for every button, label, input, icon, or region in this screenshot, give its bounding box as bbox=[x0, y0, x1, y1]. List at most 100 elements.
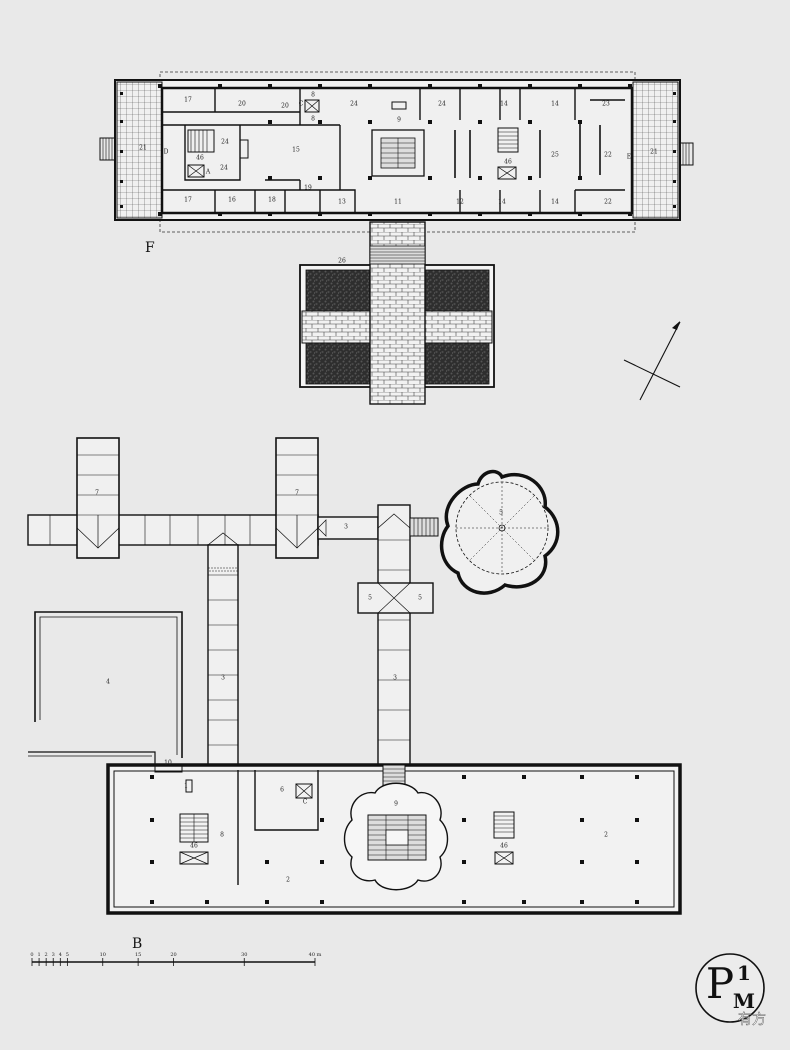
watermark-text: 有方 bbox=[738, 1012, 766, 1028]
room-label: 17 bbox=[184, 197, 192, 204]
room-label: 46 bbox=[190, 843, 198, 850]
upper-partitions bbox=[161, 88, 625, 213]
room-label: 9 bbox=[394, 801, 398, 808]
scale-tick-label: 5 bbox=[66, 952, 69, 958]
room-label: A bbox=[205, 169, 211, 176]
link-corridor bbox=[317, 516, 379, 540]
room-label: 22 bbox=[604, 199, 612, 206]
room-label: 3 bbox=[393, 675, 397, 682]
room-label: 7 bbox=[95, 490, 99, 497]
west-steps bbox=[99, 137, 116, 161]
garden-bed-nw bbox=[305, 269, 371, 312]
east-terrace-grid bbox=[632, 81, 679, 219]
room-label: 14 bbox=[500, 101, 508, 108]
room-label: 11 bbox=[394, 199, 402, 206]
room-label: C bbox=[303, 799, 308, 806]
east-steps bbox=[679, 142, 694, 166]
room-label: 2 bbox=[604, 832, 608, 839]
room-label: 8 bbox=[311, 92, 315, 99]
room-label: 1 bbox=[184, 783, 188, 790]
scale-tick-label: 30 bbox=[241, 952, 247, 958]
lower-plan-letter: B bbox=[132, 936, 142, 952]
room-label: 24 bbox=[221, 139, 229, 146]
room-label: 8 bbox=[220, 832, 224, 839]
room-label: 24 bbox=[350, 101, 358, 108]
room-label: 4 bbox=[106, 679, 110, 686]
room-label: 5 bbox=[368, 595, 372, 602]
courtyard-garden: 26 bbox=[299, 221, 495, 405]
room-label: C bbox=[299, 101, 304, 108]
garden-bed-sw bbox=[305, 342, 371, 385]
room-label: 10 bbox=[164, 760, 172, 767]
room-label: 17 bbox=[184, 97, 192, 104]
logo-letter-m: M bbox=[733, 989, 755, 1013]
scale-tick-label: 0 bbox=[30, 952, 33, 958]
scale-tick-label: 15 bbox=[135, 952, 141, 958]
room-label: 5 bbox=[418, 595, 422, 602]
room-label: 24 bbox=[220, 165, 228, 172]
logo-number: 1 bbox=[737, 961, 751, 985]
garden-bed-se bbox=[424, 342, 490, 385]
room-label: 46 bbox=[500, 843, 508, 850]
room-label: E bbox=[627, 154, 631, 161]
open-court-outline bbox=[34, 611, 183, 758]
north-corridor bbox=[27, 514, 319, 546]
room-label: 14 bbox=[551, 101, 559, 108]
east-vertical-corridor bbox=[377, 504, 411, 771]
room-label: 16 bbox=[228, 197, 236, 204]
courtyard-label: 26 bbox=[338, 258, 346, 265]
room-label: 23 bbox=[602, 101, 610, 108]
room-label: 3 bbox=[344, 524, 348, 531]
upper-inner-wall bbox=[160, 86, 634, 215]
cross-bay bbox=[357, 582, 434, 614]
room-label: 46 bbox=[196, 155, 204, 162]
room-label: 21 bbox=[650, 149, 658, 156]
room-label: 8 bbox=[311, 116, 315, 123]
rotunda bbox=[439, 469, 560, 595]
west-vertical-corridor bbox=[207, 544, 239, 771]
room-label: 46 bbox=[504, 159, 512, 166]
lower-columns bbox=[150, 775, 639, 904]
scale-tick-label: 4 bbox=[59, 952, 62, 958]
scale-tick-label: 2 bbox=[45, 952, 48, 958]
room-label: 12 bbox=[456, 199, 464, 206]
west-terrace-grid bbox=[116, 81, 163, 219]
room-label: 15 bbox=[292, 147, 300, 154]
room-label: 13 bbox=[338, 199, 346, 206]
scale-tick-label: 1 bbox=[37, 952, 40, 958]
room-label: 20 bbox=[281, 103, 289, 110]
garden-bed-ne bbox=[424, 269, 490, 312]
room-label: 20 bbox=[238, 101, 246, 108]
room-label: 19 bbox=[304, 185, 312, 192]
logo-seal-icon: P 1 M bbox=[695, 953, 765, 1023]
room-label: 6 bbox=[280, 787, 284, 794]
room-label: D bbox=[164, 149, 169, 156]
room-label: 18 bbox=[268, 197, 276, 204]
room-label: 2 bbox=[286, 877, 290, 884]
room-label: 7 bbox=[295, 490, 299, 497]
room-label: 9 bbox=[397, 117, 401, 124]
upper-plan-letter: F bbox=[145, 240, 155, 256]
north-arrow-icon bbox=[623, 321, 681, 401]
room-label: 14 bbox=[551, 199, 559, 206]
scale-tick-label: 3 bbox=[52, 952, 55, 958]
central-stair-upper bbox=[371, 129, 425, 177]
upper-columns bbox=[120, 84, 676, 216]
scale-tick-label: 20 bbox=[170, 952, 176, 958]
logo-letter-p: P bbox=[706, 959, 734, 1008]
room-label: 25 bbox=[551, 152, 559, 159]
room-label: 21 bbox=[139, 145, 147, 152]
room-label: 3 bbox=[221, 675, 225, 682]
room-label: 24 bbox=[438, 101, 446, 108]
upper-building-outline bbox=[114, 79, 681, 221]
room-label: 22 bbox=[604, 152, 612, 159]
room-label: 5 bbox=[499, 510, 503, 517]
